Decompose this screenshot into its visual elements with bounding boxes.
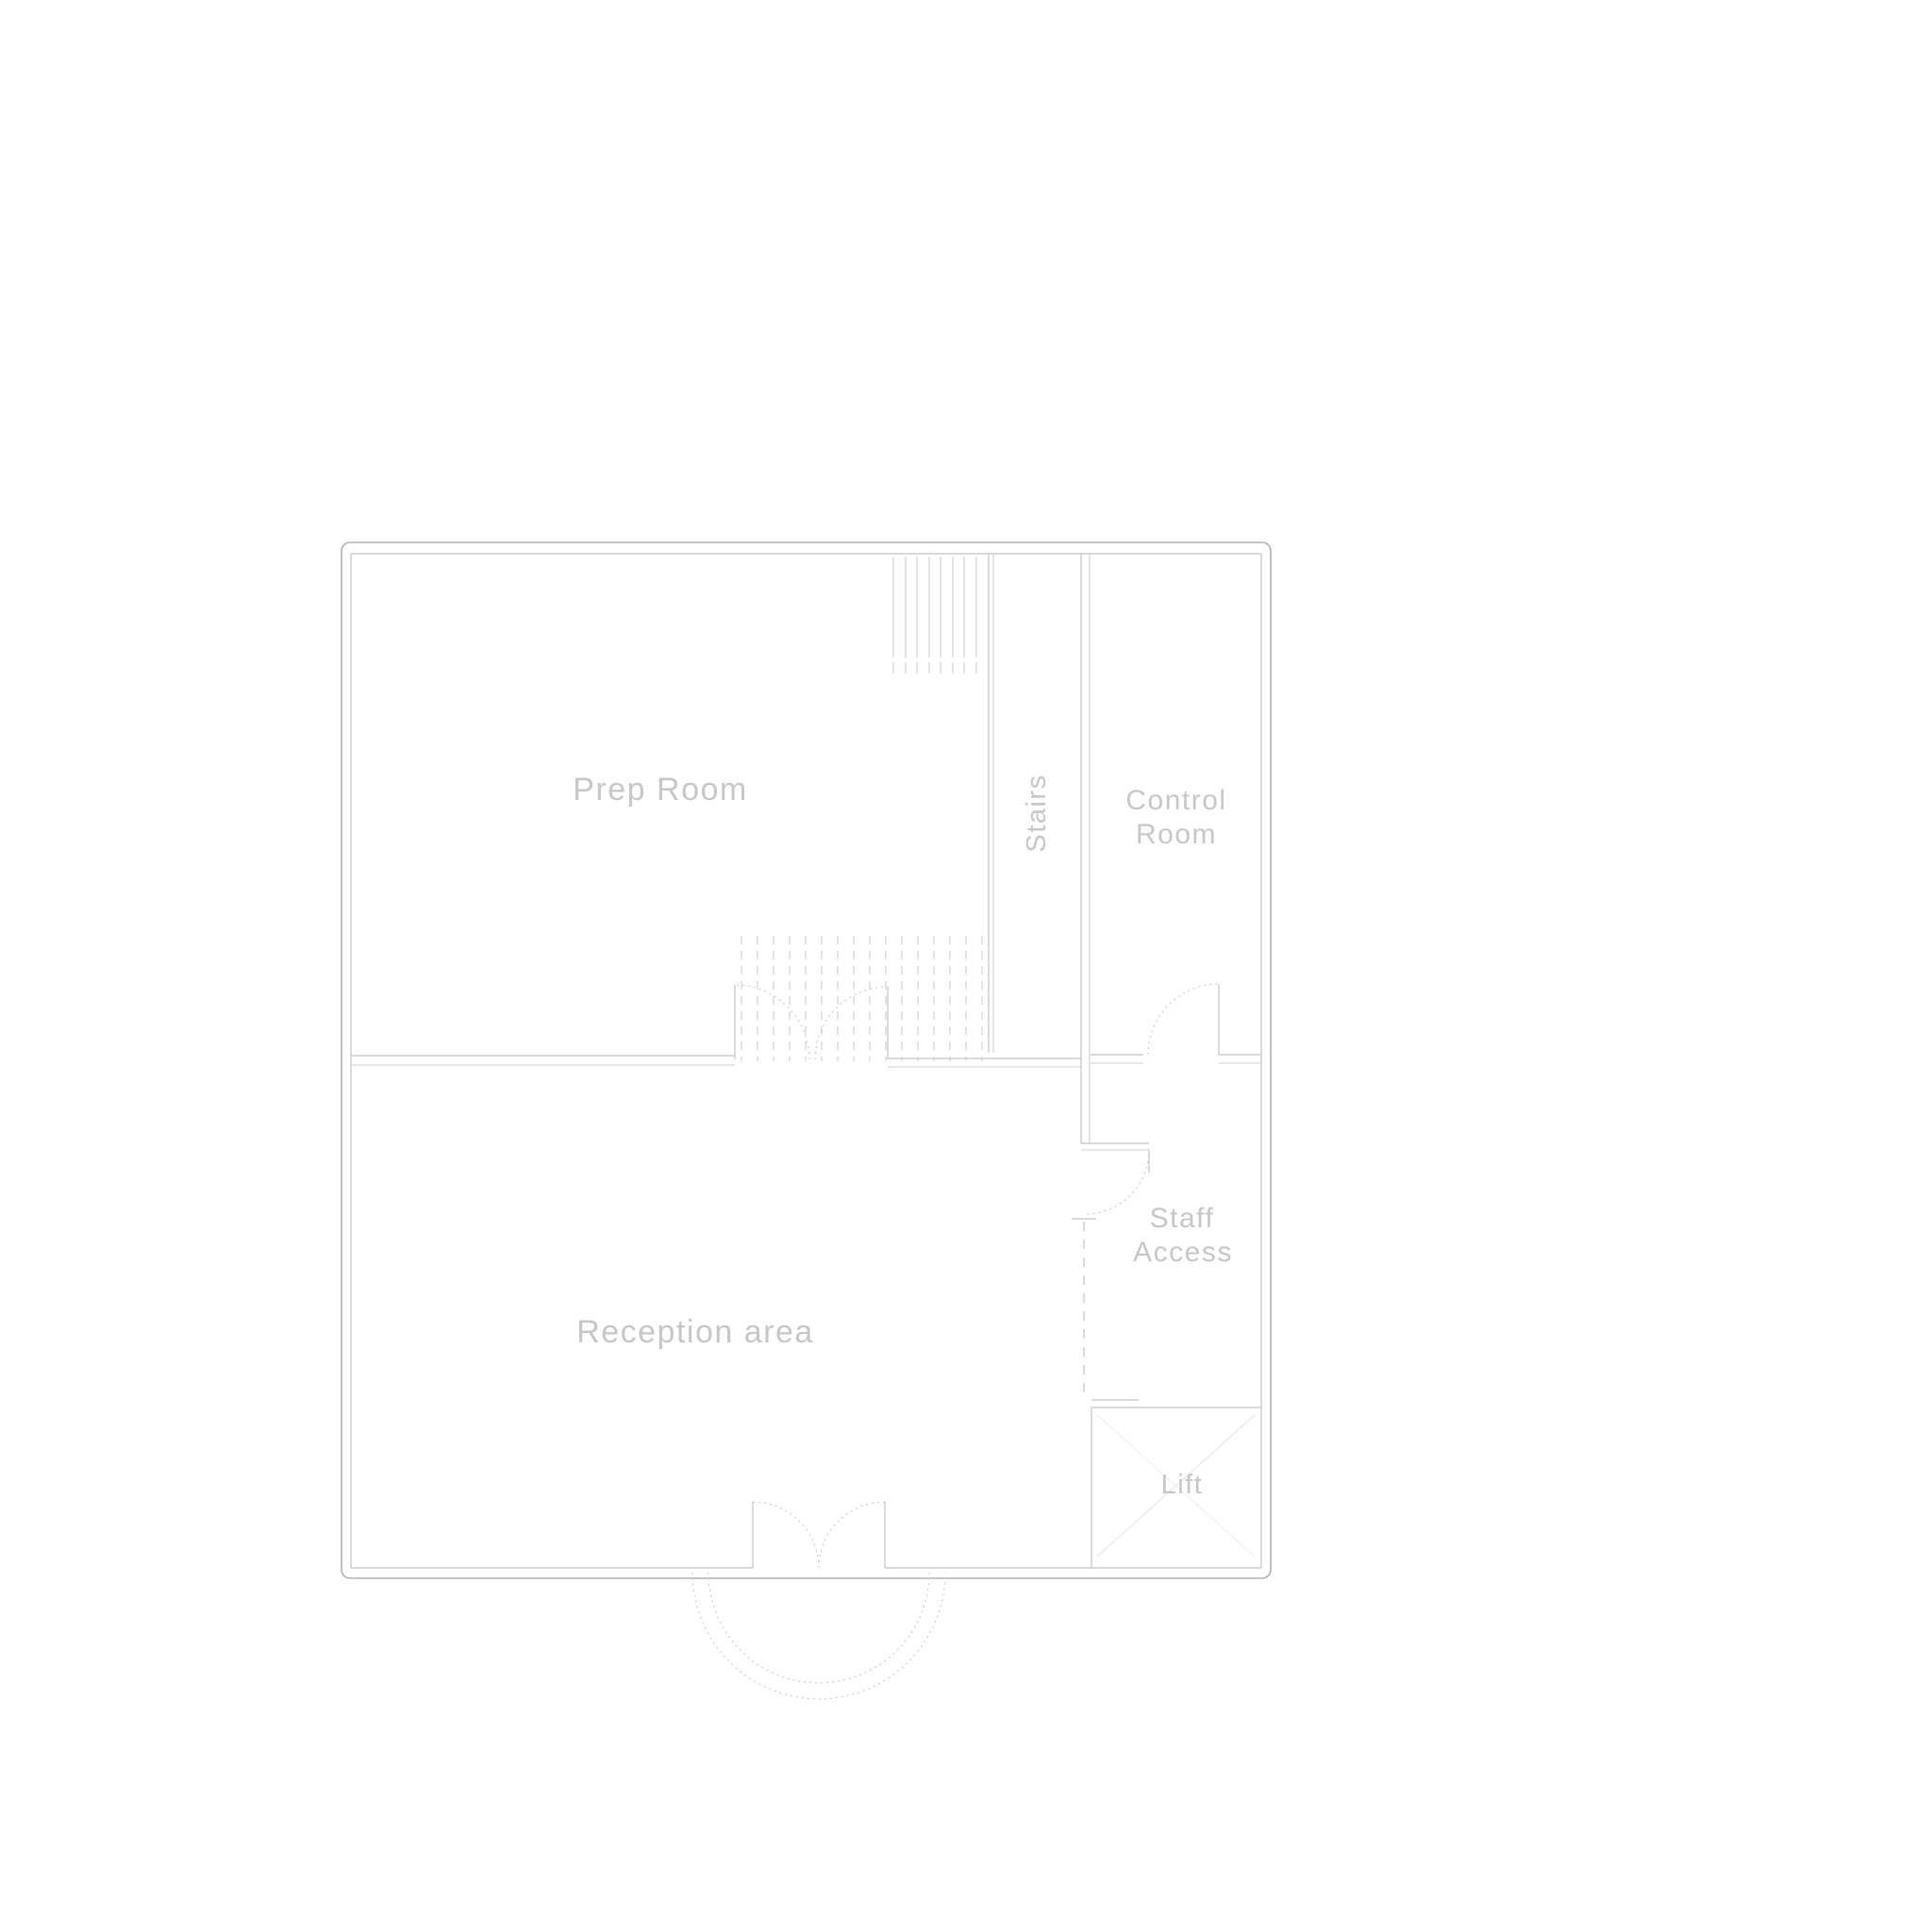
lobby-door-arc-right	[814, 986, 889, 1060]
room-label-lift: Lift	[1161, 1470, 1204, 1500]
stair-hall-walls	[988, 554, 1091, 1143]
lobby-door-arc-left	[734, 984, 810, 1060]
room-label-reception-area: Reception area	[576, 1314, 814, 1350]
stair-lobby-double-doors	[734, 984, 889, 1060]
entrance-vestibule-arc-inner	[708, 1572, 930, 1684]
main-entrance	[691, 1501, 946, 1700]
entrance-door-arc-right	[818, 1501, 886, 1569]
lift-room	[1091, 1399, 1261, 1568]
room-label-control-room-line1: Control	[1125, 785, 1226, 816]
lift-diagonal-2	[1096, 1414, 1256, 1557]
room-label-staff-access-line2: Access	[1133, 1237, 1233, 1268]
staff-access-wall-and-door	[1072, 1142, 1150, 1400]
staff-access-door-arc	[1084, 1149, 1150, 1215]
entrance-door-arc-left	[752, 1501, 820, 1569]
stair-treads-dashed	[741, 936, 983, 1061]
room-label-stairs: Stairs	[1022, 774, 1052, 852]
entrance-vestibule-arc-outer	[691, 1572, 946, 1700]
control-room-door-arc	[1147, 983, 1220, 1056]
room-label-control-room-line2: Room	[1136, 819, 1217, 850]
dividing-walls	[351, 1055, 1081, 1068]
outer-wall-line	[341, 541, 1272, 1579]
outer-walls	[341, 541, 1272, 1579]
control-room-wall-and-door	[1091, 983, 1261, 1064]
room-label-staff-access-line1: Staff	[1150, 1203, 1215, 1234]
stair-treads-solid	[892, 557, 977, 674]
room-label-prep-room: Prep Room	[573, 772, 747, 808]
